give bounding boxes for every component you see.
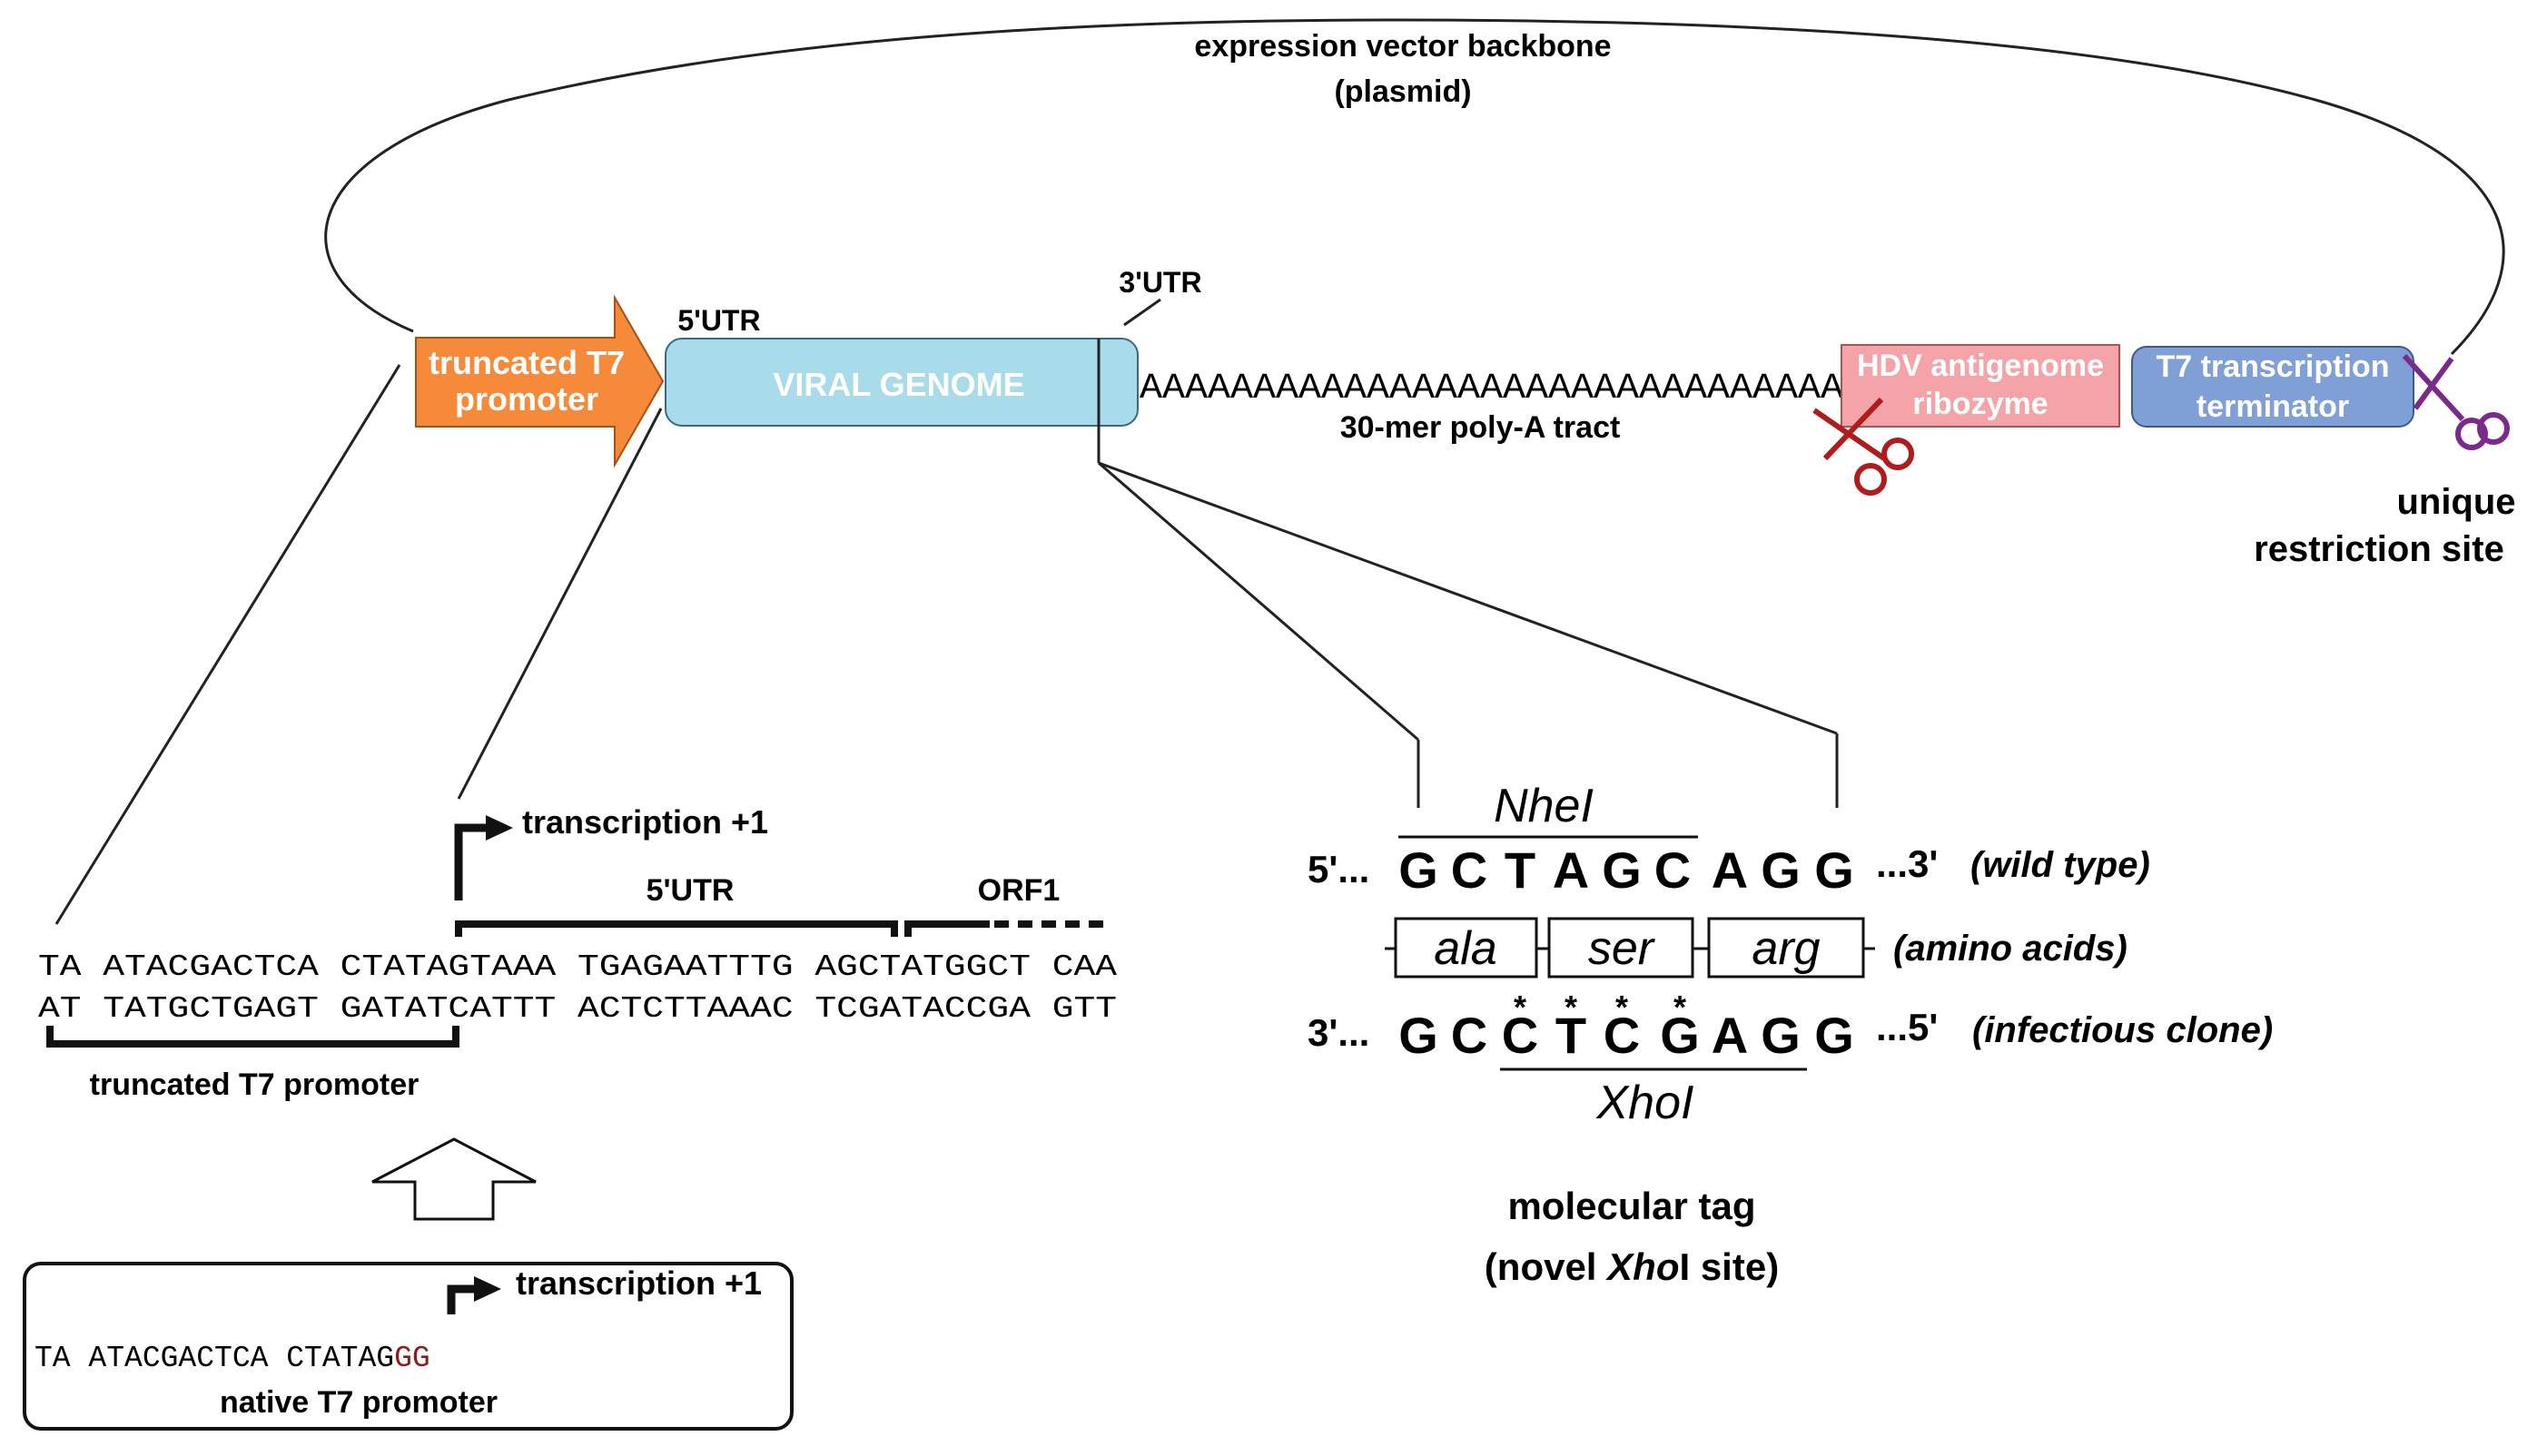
ic-bases: G C C T C G A G G <box>1398 1007 1854 1064</box>
ic-note: (infectious clone) <box>1972 1010 2273 1050</box>
transcription-start-label: transcription +1 <box>522 803 768 841</box>
native-sequence-main: TA ATACGACTCA CTATAG <box>35 1342 394 1375</box>
ic-5prime: ...5' <box>1876 1006 1938 1048</box>
ic-base: T <box>1555 1007 1586 1064</box>
wt-base: G <box>1602 841 1642 899</box>
utr3-pointer <box>1123 298 1161 327</box>
viral-genome-box <box>665 338 1139 427</box>
tag-caption-prefix: (novel <box>1485 1245 1607 1288</box>
zoom-line-promoter-left <box>54 364 401 925</box>
native-transcription-arrow-icon <box>447 1276 501 1314</box>
wt-3prime: ...3' <box>1876 842 1938 885</box>
terminator-label-line2: terminator <box>2196 389 2349 424</box>
wt-base: C <box>1451 841 1487 899</box>
mutation-marker: * <box>1565 989 1577 1026</box>
truncated-t7-arrow: truncated T7 promoter <box>415 294 665 468</box>
native-transcription-label: transcription +1 <box>516 1264 762 1302</box>
backbone-subtitle: (plasmid) <box>1334 74 1471 109</box>
zoom-line-tag-right <box>1098 461 1838 735</box>
t7-arrow-label-line2: promoter <box>455 380 598 418</box>
hdv-ribozyme-box <box>1841 344 2120 428</box>
mutation-markers: * * * * <box>1514 989 1686 1026</box>
aa-arg: arg <box>1752 922 1820 975</box>
native-promoter-box <box>23 1262 794 1431</box>
utr3-label: 3'UTR <box>1119 266 1201 299</box>
plasmid-backbone-loop <box>324 18 2505 356</box>
wt-5prime: 5'... <box>1308 848 1369 890</box>
viral-genome-label: VIRAL GENOME <box>773 366 1024 403</box>
orf1-bracket <box>904 920 990 937</box>
wt-base: G <box>1761 841 1801 899</box>
tag-caption-line1: molecular tag <box>1507 1185 1755 1227</box>
aa-box-arg <box>1707 917 1865 979</box>
hdv-label-line2: ribozyme <box>1912 387 2048 421</box>
restriction-label-line2: restriction site <box>2254 529 2504 569</box>
tag-caption-suffix: I site) <box>1679 1245 1779 1288</box>
ic-base: A <box>1712 1007 1748 1064</box>
t7-arrow-label-line1: truncated T7 <box>429 344 625 381</box>
ic-base: G <box>1761 1007 1801 1064</box>
zoom-line-promoter-right <box>457 408 663 800</box>
wt-note: (wild type) <box>1970 845 2150 885</box>
sequence-top-strand: TA ATACGACTCA CTATAGTAAA TGAGAATTTG AGCT… <box>38 950 1117 984</box>
wt-base: T <box>1505 841 1535 899</box>
wt-base: G <box>1814 841 1854 899</box>
wt-bases: G C T A G C A G G <box>1398 841 1854 899</box>
utr5-label: 5'UTR <box>677 304 760 337</box>
mutation-marker: * <box>1673 989 1686 1026</box>
tag-caption-italic: Xho <box>1605 1245 1679 1288</box>
ic-base: C <box>1502 1007 1538 1064</box>
scissors-red-icon <box>1812 397 1914 496</box>
wt-base: C <box>1654 841 1691 899</box>
polya-label: 30-mer poly-A tract <box>1340 410 1621 445</box>
ic-base: C <box>1451 1007 1487 1064</box>
hdv-label-line1: HDV antigenome <box>1857 349 2104 383</box>
aa-note: (amino acids) <box>1893 929 2127 969</box>
ic-base: C <box>1604 1007 1640 1064</box>
aa-ser: ser <box>1588 922 1656 975</box>
tag-caption-line2: (novel XhoI site) <box>1485 1245 1779 1288</box>
up-arrow-icon <box>371 1137 537 1221</box>
polya-sequence: AAAAAAAAAAAAAAAAAAAAAAAAAAAAAAA <box>1140 369 1843 409</box>
aa-ala: ala <box>1434 922 1496 975</box>
ic-base: G <box>1814 1007 1854 1064</box>
truncated-promoter-bracket <box>46 1026 459 1048</box>
ic-base: G <box>1398 1007 1438 1064</box>
native-sequence-gg: GG <box>394 1342 430 1375</box>
native-promoter-sequence: TA ATACGACTCA CTATAGGG <box>35 1342 430 1375</box>
transcription-start-arrow-icon <box>454 815 513 900</box>
wt-base: A <box>1712 841 1748 899</box>
mutation-marker: * <box>1615 989 1628 1026</box>
promoter-utr5-label: 5'UTR <box>647 873 735 908</box>
ic-base: G <box>1660 1007 1700 1064</box>
sequence-bottom-strand: AT TATGCTGAGT GATATCATTT ACTCTTAAAC TCGA… <box>38 992 1117 1026</box>
native-promoter-label: native T7 promoter <box>220 1385 498 1420</box>
zoom-line-tag-left <box>1098 461 1419 742</box>
xhoi-label: XhoI <box>1596 1077 1694 1129</box>
orf1-label: ORF1 <box>978 873 1061 908</box>
aa-box-ser <box>1547 917 1694 979</box>
utr5-bracket <box>455 920 898 937</box>
mutation-marker: * <box>1514 989 1526 1026</box>
terminator-label-line1: T7 transcription <box>2157 349 2390 384</box>
wt-base: A <box>1553 841 1589 899</box>
aa-box-ala <box>1394 917 1538 979</box>
wt-base: G <box>1398 841 1438 899</box>
backbone-title: expression vector backbone <box>1194 29 1611 64</box>
scissors-purple-icon <box>2402 353 2510 450</box>
nhei-label: NheI <box>1494 780 1594 832</box>
restriction-label-line1: unique <box>2396 482 2515 522</box>
t7-terminator-box <box>2131 346 2414 428</box>
truncated-promoter-label: truncated T7 promoter <box>90 1067 420 1102</box>
ic-3prime: 3'... <box>1308 1011 1369 1054</box>
